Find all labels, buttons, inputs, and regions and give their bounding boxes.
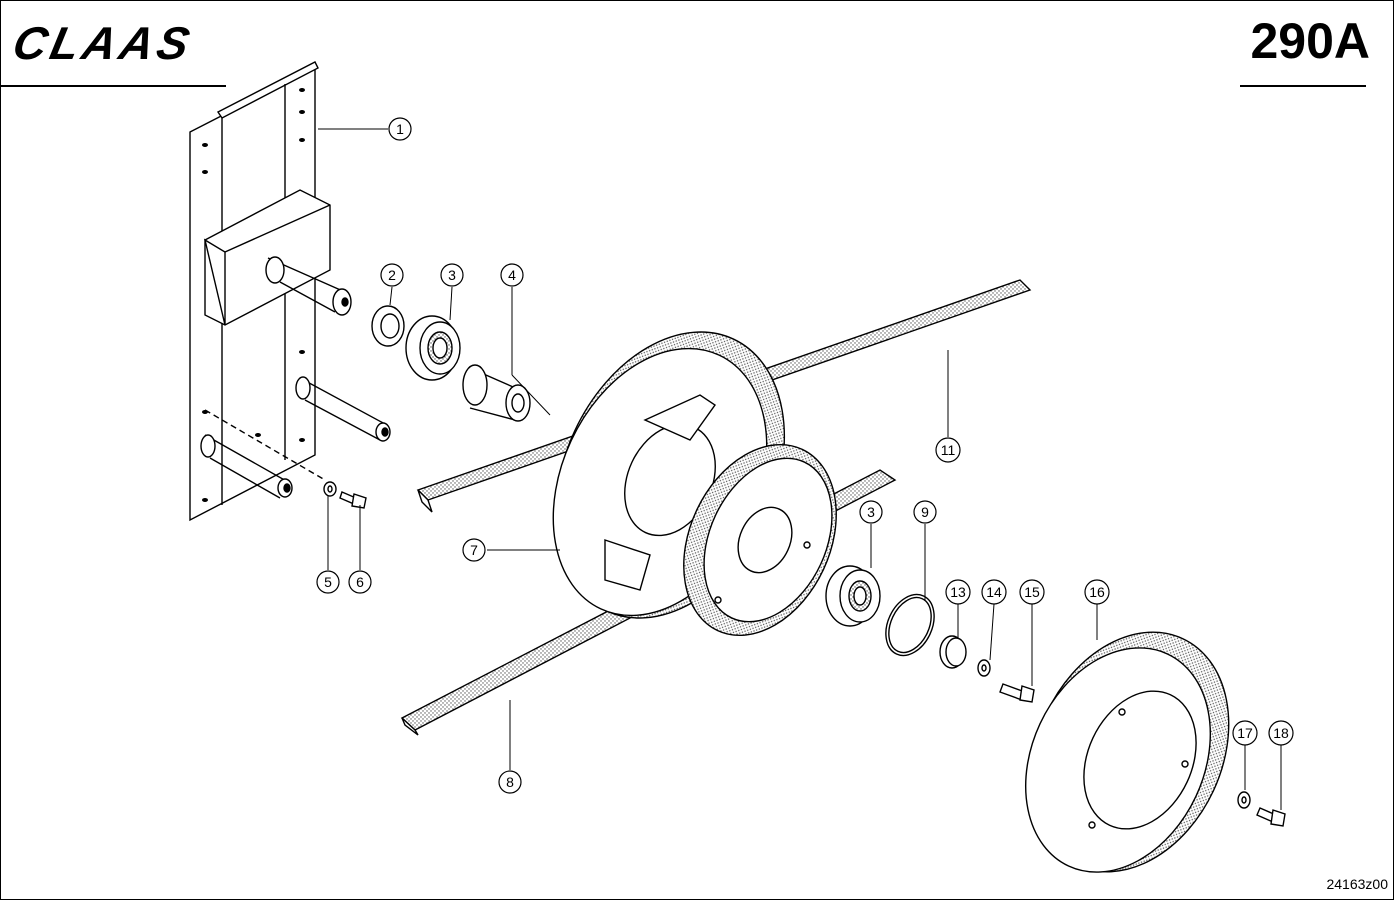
callout-15: 15 bbox=[1024, 584, 1040, 600]
callout-6: 6 bbox=[356, 574, 364, 590]
callout-17: 17 bbox=[1237, 725, 1253, 741]
callout-circle-9 bbox=[913, 500, 937, 524]
part-17-washer bbox=[1237, 791, 1251, 809]
part-16-pulley-half bbox=[1024, 631, 1230, 873]
callout-numbers: 1 2 3 4 5 6 7 8 3 9 11 13 14 15 16 17 18 bbox=[324, 121, 1289, 790]
callout-circle-2 bbox=[380, 263, 404, 287]
callout-7: 7 bbox=[470, 542, 478, 558]
part-4-sleeve bbox=[462, 364, 531, 422]
callout-circle-17 bbox=[1232, 720, 1258, 746]
callout-18: 18 bbox=[1273, 725, 1289, 741]
part-9-circlip bbox=[885, 593, 935, 657]
callout-circle-15 bbox=[1019, 579, 1045, 605]
callout-circle-5 bbox=[316, 570, 340, 594]
part-15-bolt bbox=[999, 683, 1035, 703]
callout-3: 3 bbox=[448, 267, 456, 283]
callout-circle-16 bbox=[1084, 579, 1110, 605]
callout-4: 4 bbox=[508, 267, 516, 283]
callout-1: 1 bbox=[396, 121, 404, 137]
callout-5: 5 bbox=[324, 574, 332, 590]
part-14-washer bbox=[977, 659, 991, 677]
part-3-bearing-lower bbox=[825, 565, 881, 627]
callout-circles bbox=[316, 117, 1294, 794]
callout-2: 2 bbox=[388, 267, 396, 283]
callout-circle-6 bbox=[348, 570, 372, 594]
callout-circle-18 bbox=[1268, 720, 1294, 746]
callout-circle-4 bbox=[500, 263, 524, 287]
callout-16: 16 bbox=[1089, 584, 1105, 600]
callout-circle-11 bbox=[935, 437, 961, 463]
callout-circle-13 bbox=[945, 579, 971, 605]
callout-circle-7 bbox=[462, 538, 486, 562]
callout-11: 11 bbox=[941, 442, 956, 458]
part-13-cap bbox=[939, 635, 967, 669]
callout-circle-8 bbox=[498, 770, 522, 794]
part-3-bearing-upper bbox=[405, 315, 461, 381]
drawing-number: 24163z00 bbox=[1326, 876, 1388, 892]
callout-9: 9 bbox=[921, 504, 929, 520]
part-5-washer bbox=[323, 481, 337, 497]
callout-circle-3 bbox=[440, 263, 464, 287]
callout-13: 13 bbox=[950, 584, 966, 600]
callout-circle-1 bbox=[388, 117, 412, 141]
leader-lines bbox=[318, 128, 1282, 810]
callout-8: 8 bbox=[506, 774, 514, 790]
part-6-bolt bbox=[339, 491, 367, 509]
callout-3b: 3 bbox=[867, 504, 875, 520]
part-1-bracket bbox=[189, 61, 391, 522]
part-2-washer bbox=[371, 305, 405, 347]
callout-circle-14 bbox=[981, 579, 1007, 605]
part-18-bolt bbox=[1256, 807, 1286, 827]
page-code: 290A bbox=[1250, 13, 1370, 69]
callout-circle-3b bbox=[859, 500, 883, 524]
drive-pulley bbox=[683, 443, 837, 637]
callout-14: 14 bbox=[986, 584, 1002, 600]
